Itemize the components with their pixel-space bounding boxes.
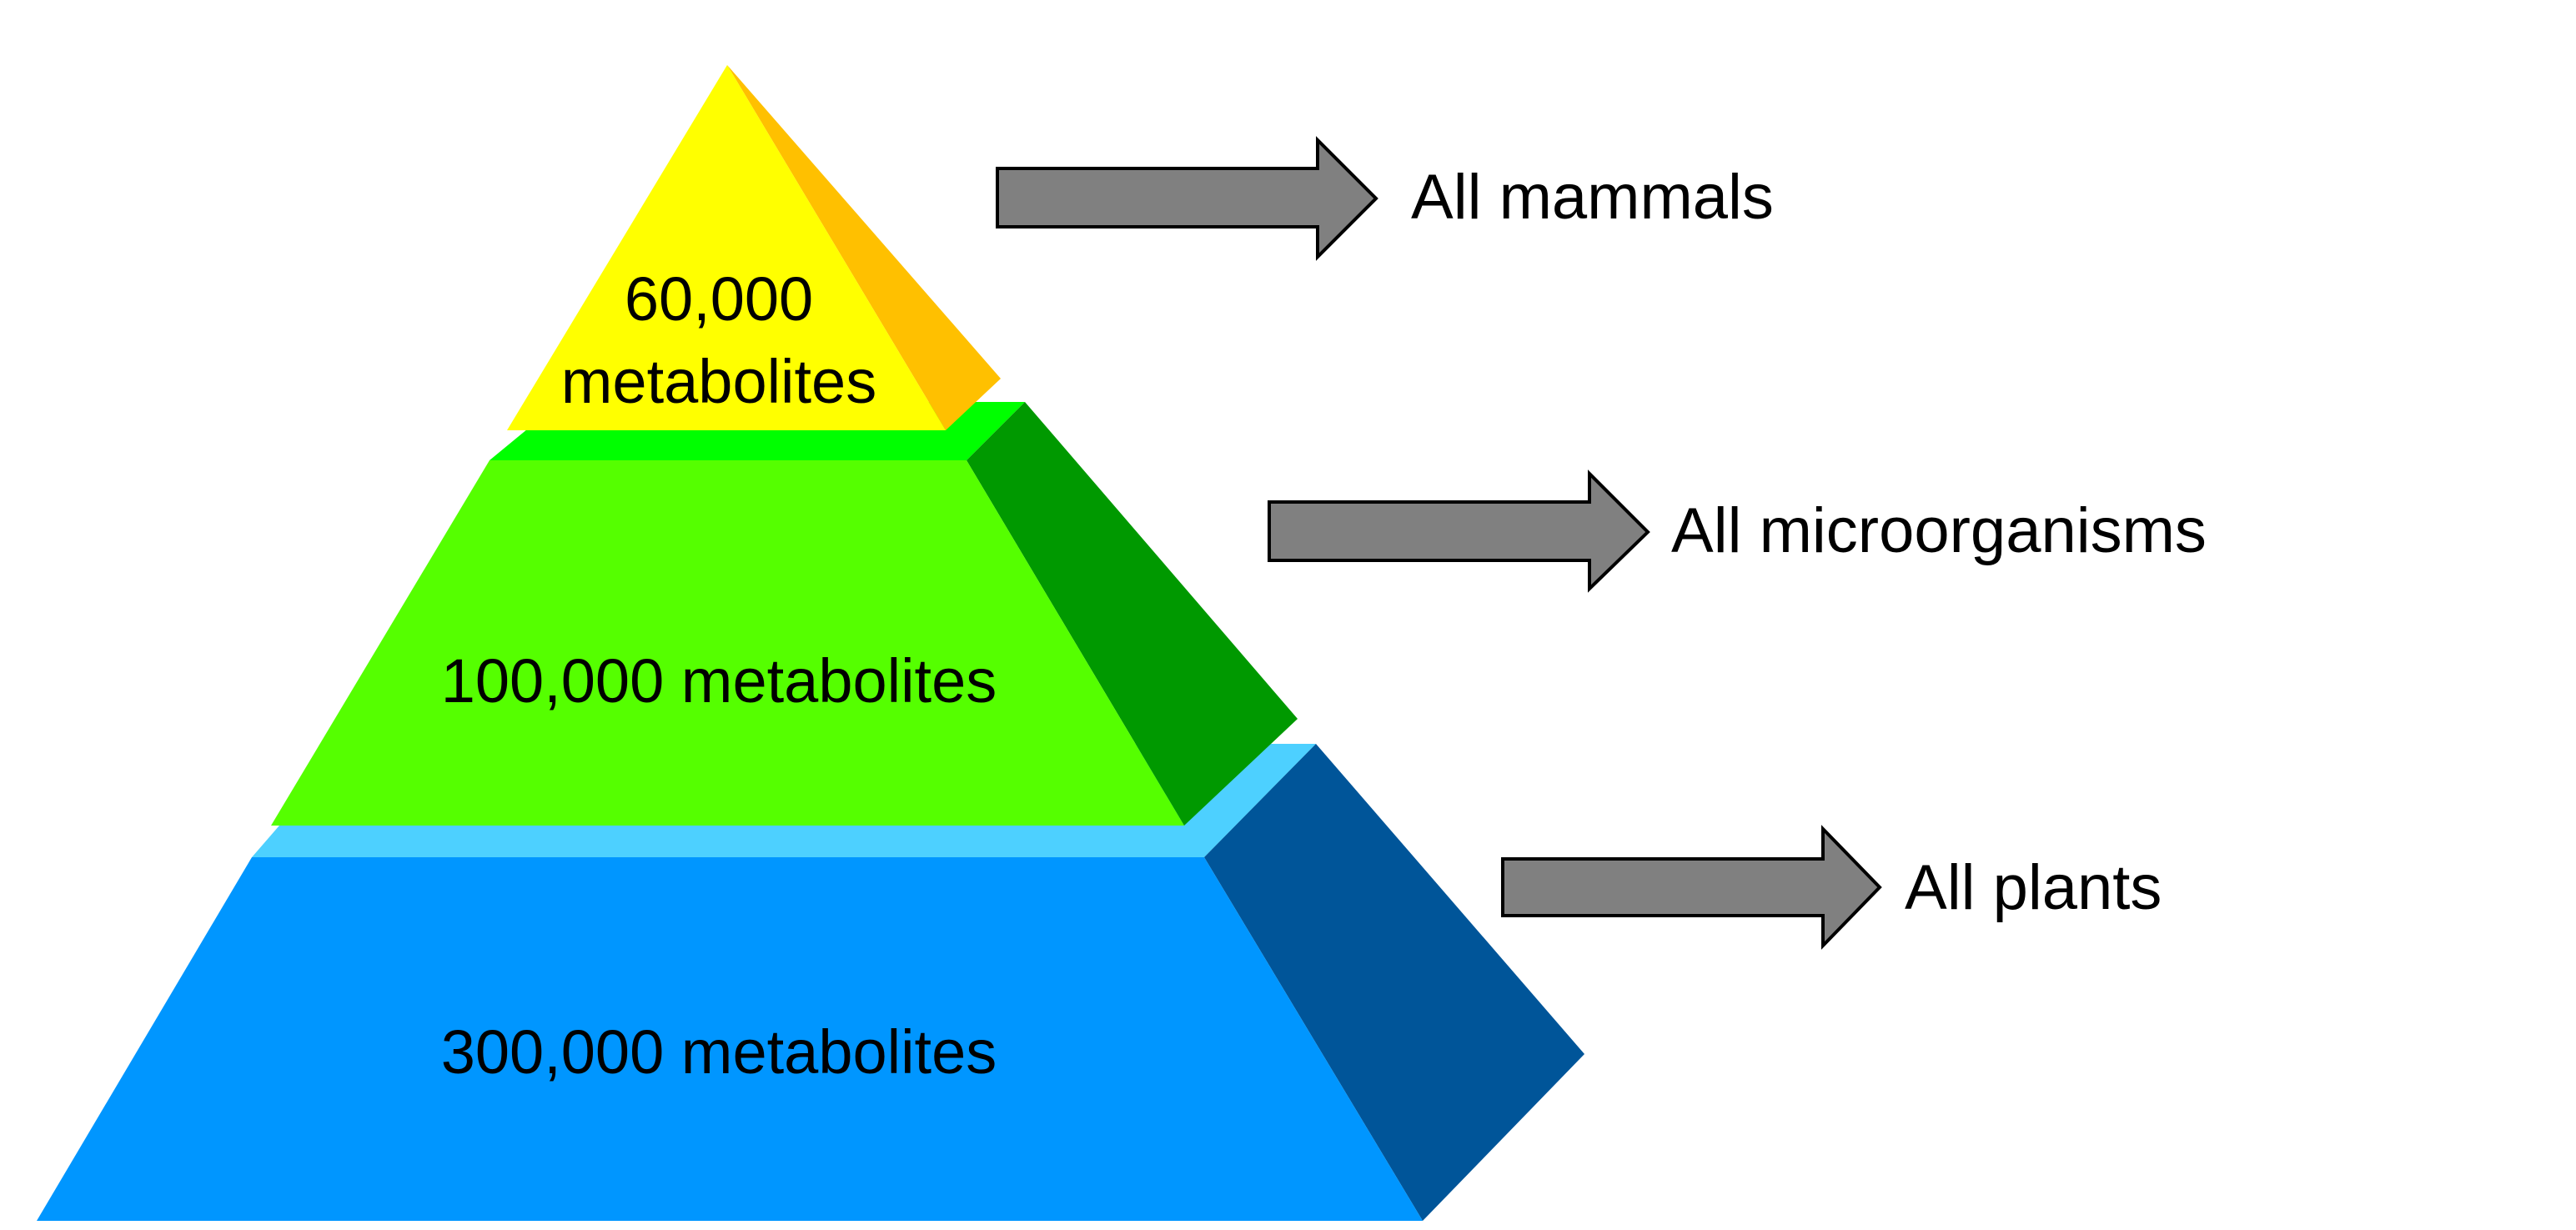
tier-middle-label: 100,000 metabolites — [441, 646, 997, 715]
label-microorganisms: All microorganisms — [1671, 495, 2207, 566]
tier-bottom-front-face — [37, 857, 1423, 1221]
right-arrow-icon — [1268, 469, 1650, 593]
pyramid-tier-top: 60,000 metabolites — [507, 65, 1001, 430]
tier-bottom-side-face — [1204, 744, 1584, 1221]
label-plants: All plants — [1905, 852, 2162, 923]
tier-bottom-label: 300,000 metabolites — [441, 1017, 997, 1087]
tier-top-side-face — [727, 65, 1001, 430]
label-row-microorganisms: All microorganisms — [1268, 469, 2207, 593]
tier-middle-front-face — [271, 460, 1184, 826]
pyramid-tier-middle: 100,000 metabolites — [271, 402, 1298, 826]
label-row-mammals: All mammals — [996, 136, 1774, 261]
label-row-plants: All plants — [1501, 825, 2162, 950]
pyramid-tier-bottom: 300,000 metabolites — [37, 744, 1584, 1221]
right-arrow-icon — [1501, 825, 1882, 950]
right-arrow-icon — [996, 136, 1378, 261]
tier-top-label-line-2: metabolites — [561, 347, 876, 416]
label-mammals: All mammals — [1411, 162, 1774, 233]
tier-middle-side-face — [967, 402, 1298, 826]
tier-top-front-face — [507, 65, 946, 430]
tier-top-label-line-1: 60,000 — [625, 264, 813, 334]
